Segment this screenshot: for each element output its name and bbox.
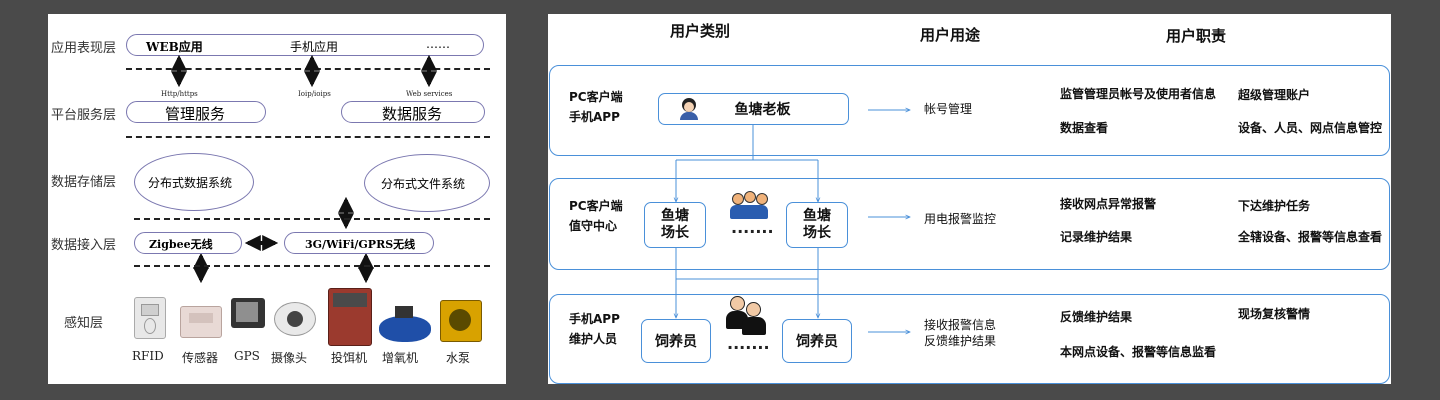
distributed-file-system-label: 分布式文件系统 (381, 177, 466, 191)
connector-lines (548, 14, 1391, 384)
row2-duty-2: 下达维护任务 (1238, 199, 1311, 213)
header-user-duties: 用户职责 (1166, 27, 1227, 45)
gps-device-image (231, 298, 265, 328)
layer-divider (126, 136, 490, 138)
layer-label-access: 数据接入层 (51, 238, 117, 253)
feeder-image (328, 288, 372, 346)
protocol-ioip: Ioip/ioips (298, 90, 331, 98)
owner-avatar-icon (679, 98, 699, 120)
row2-duty-1: 接收网点异常报警 (1060, 197, 1157, 211)
row1-client-pc: PC客户端 (569, 90, 623, 104)
row3-duty-2: 现场复核警情 (1238, 307, 1311, 321)
camera-image (274, 302, 316, 336)
row2-duty-3: 记录维护结果 (1060, 230, 1133, 244)
row2-usage: 用电报警监控 (924, 212, 997, 226)
zigbee-label: Zigbee无线 (149, 238, 213, 251)
node-feeder-2: 饲养员 (782, 319, 852, 363)
device-label-rfid: RFID (132, 349, 164, 363)
node-manager-1: 鱼塘 场长 (644, 202, 706, 248)
device-label-camera: 摄像头 (271, 351, 308, 365)
layer-label-app: 应用表现层 (51, 41, 117, 56)
layer-label-storage: 数据存储层 (51, 175, 117, 190)
node-feeder-1: 饲养员 (641, 319, 711, 363)
management-service-label: 管理服务 (165, 105, 226, 123)
protocol-webservices: Web services (406, 90, 453, 98)
wireless-3g-label: 3G/WiFi/GPRS无线 (305, 238, 416, 251)
row1-duty-1: 监管管理员帐号及使用者信息 (1060, 87, 1217, 101)
mobile-app-label: 手机应用 (290, 40, 339, 54)
distributed-file-system-oval: 分布式文件系统 (364, 154, 490, 212)
distributed-data-system-label: 分布式数据系统 (148, 176, 233, 190)
device-label-aerator: 增氧机 (382, 351, 419, 365)
web-app-label: WEB应用 (146, 40, 203, 54)
row3-duty-1: 反馈维护结果 (1060, 310, 1133, 324)
pond-owner-label: 鱼塘老板 (734, 102, 791, 118)
management-service-box: 管理服务 (126, 101, 266, 123)
wireless-3g-box: 3G/WiFi/GPRS无线 (284, 232, 434, 254)
row1-duty-2: 超级管理账户 (1238, 88, 1311, 102)
sensor-image (180, 306, 222, 338)
data-service-box: 数据服务 (341, 101, 485, 123)
row2-client-center: 值守中心 (569, 219, 618, 233)
protocol-http: Http/https (161, 90, 198, 98)
distributed-data-system-oval: 分布式数据系统 (134, 153, 254, 211)
user-role-diagram: 用户类别 用户用途 用户职责 PC客户端 手机APP 鱼塘老板 (548, 14, 1391, 384)
more-apps-ellipsis: …… (426, 37, 450, 51)
group-people-icon (730, 191, 768, 221)
device-label-feeder: 投饵机 (331, 351, 368, 365)
row3-client-maint: 维护人员 (569, 332, 618, 346)
row3-client-app: 手机APP (569, 312, 620, 326)
row1-usage: 帐号管理 (924, 102, 973, 116)
zigbee-box: Zigbee无线 (134, 232, 242, 254)
header-user-type: 用户类别 (670, 22, 731, 40)
manager-ellipsis: ······· (731, 222, 774, 241)
aerator-image (379, 306, 431, 342)
data-service-label: 数据服务 (382, 105, 443, 123)
layer-divider (134, 218, 490, 220)
group-staff-icon (724, 296, 768, 336)
row3-duty-3: 本网点设备、报警等信息监看 (1060, 345, 1217, 359)
row3-usage-2: 反馈维护结果 (924, 334, 997, 348)
row2-client-pc: PC客户端 (569, 199, 623, 213)
arrows-layer (171, 54, 437, 284)
row2-duty-4: 全辖设备、报警等信息查看 (1238, 230, 1383, 244)
feeder-ellipsis: ······· (727, 338, 770, 357)
layer-label-sensing: 感知层 (64, 316, 104, 331)
rfid-reader-image (134, 297, 166, 339)
header-user-usage: 用户用途 (920, 26, 981, 44)
layer-label-platform: 平台服务层 (51, 108, 117, 123)
layer-divider (134, 265, 490, 267)
row1-client-app: 手机APP (569, 110, 620, 124)
architecture-diagram: 应用表现层 平台服务层 数据存储层 数据接入层 感知层 WEB应用 手机应用 …… (48, 14, 506, 384)
row1-duty-3: 数据查看 (1060, 121, 1109, 135)
device-label-pump: 水泵 (446, 351, 471, 365)
device-label-sensor: 传感器 (182, 351, 219, 365)
node-manager-2: 鱼塘 场长 (786, 202, 848, 248)
water-pump-image (440, 300, 482, 342)
device-label-gps: GPS (234, 349, 260, 363)
row1-duty-4: 设备、人员、网点信息管控 (1238, 121, 1383, 135)
row3-usage-1: 接收报警信息 (924, 318, 997, 332)
